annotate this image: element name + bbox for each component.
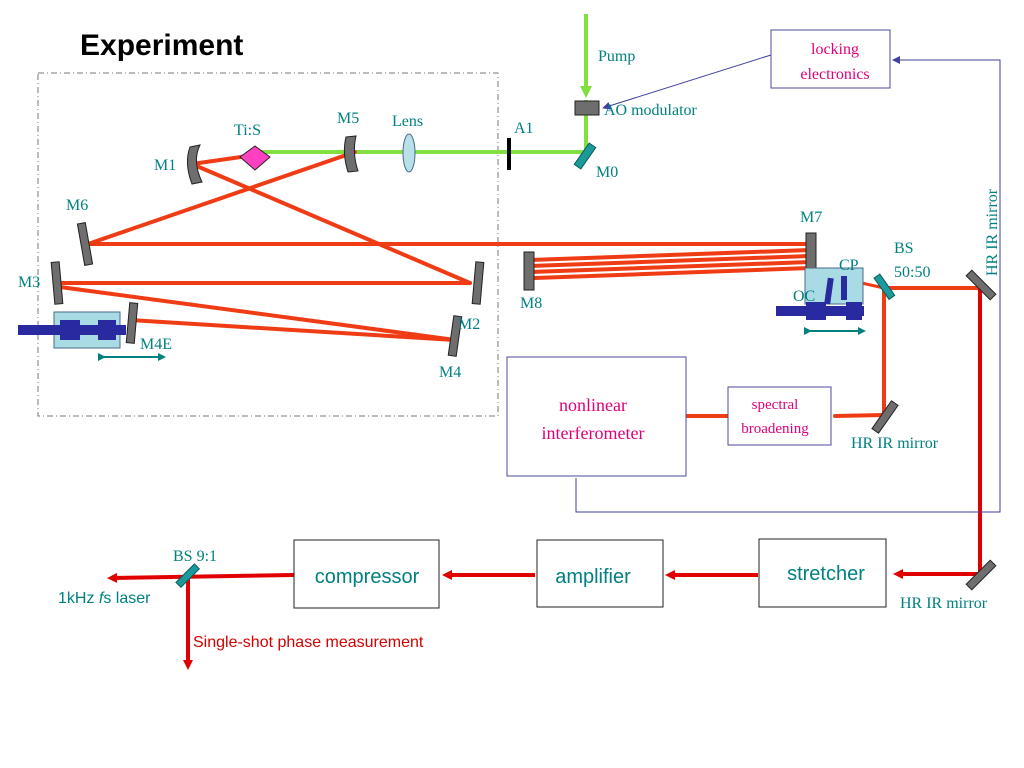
hr-ir-mirror-mid <box>871 400 899 434</box>
mirror-m5 <box>343 135 359 173</box>
amplifier-chain-arrows <box>107 569 978 670</box>
m0-label: M0 <box>596 164 618 181</box>
m4e-label: M4E <box>140 336 172 353</box>
output-ir-path <box>684 286 982 574</box>
oc-actuator-knob <box>806 302 826 320</box>
output-coupler <box>824 277 834 305</box>
m8-label: M8 <box>520 295 542 312</box>
lens <box>402 133 416 173</box>
oc-actuator-knob-2 <box>846 302 862 320</box>
mirror-m4 <box>447 315 463 357</box>
hr-ir-mirror-mid-label: HR IR mirror <box>851 435 939 452</box>
mirror-m1 <box>186 144 203 185</box>
oc-stage <box>804 267 864 305</box>
feedback-lines <box>575 54 1001 513</box>
m4e-actuator-knob-2 <box>98 320 116 340</box>
oscillator-enclosure <box>37 72 499 417</box>
nonlinear-interferometer-box <box>506 356 687 477</box>
nonlinear-interferometer-label-2: interferometer <box>542 423 645 443</box>
laser-output-prefix: 1kHz <box>58 590 99 607</box>
amplifier-label: amplifier <box>555 566 631 588</box>
stretcher-label: stretcher <box>787 563 865 585</box>
beam-splitter-9-1 <box>175 563 201 589</box>
mirror-m4e <box>125 302 139 344</box>
hr-ir-mirror-bottom-label: HR IR mirror <box>900 595 988 612</box>
mirror-m7 <box>805 232 817 270</box>
ao-modulator <box>574 100 600 116</box>
bs-label-1: BS <box>894 240 914 257</box>
m2-label: M2 <box>458 316 480 333</box>
mirror-m2 <box>471 261 485 305</box>
laser-output-label: 1kHz fs laser <box>58 590 151 607</box>
hr-ir-mirror-bottom <box>965 559 997 591</box>
locking-electronics-label-1: locking <box>811 41 859 58</box>
laser-output-italic: f <box>99 590 105 607</box>
m5-label: M5 <box>337 110 359 127</box>
mirror-m3 <box>50 261 64 305</box>
a1-label: A1 <box>514 120 534 137</box>
compensation-plate <box>841 276 847 300</box>
spectral-broadening-label-1: spectral <box>752 397 799 413</box>
hr-ir-mirror-vertical-label: HR IR mirror <box>984 188 1001 276</box>
spectral-broadening-box <box>727 386 832 446</box>
laser-output-suffix: s laser <box>103 590 151 607</box>
lens-label: Lens <box>392 113 423 130</box>
compressor-label: compressor <box>315 566 420 588</box>
single-shot-label: Single-shot phase measurement <box>193 634 424 651</box>
cp-label: CP <box>839 257 859 274</box>
pump-beam <box>255 14 592 154</box>
oc-label: OC <box>793 288 815 305</box>
mirror-m8 <box>523 251 535 291</box>
m6-label: M6 <box>66 197 88 214</box>
bs-9-1-label: BS 9:1 <box>173 548 217 565</box>
ao-modulator-label: AO modulator <box>604 102 698 119</box>
m4-label: M4 <box>439 364 461 381</box>
bs-label-2: 50:50 <box>894 264 930 281</box>
ti-s-crystal <box>239 145 271 171</box>
nonlinear-interferometer-label-1: nonlinear <box>559 395 627 415</box>
stretcher-box <box>758 538 887 608</box>
cavity-beams <box>58 150 885 342</box>
m3-label: M3 <box>18 274 40 291</box>
mirror-m6 <box>76 222 94 266</box>
hr-ir-mirror-top <box>965 269 997 301</box>
m1-label: M1 <box>154 157 176 174</box>
amplifier-box <box>536 539 664 608</box>
m4e-actuator-knob <box>60 320 80 340</box>
ti-s-label: Ti:S <box>234 122 261 139</box>
locking-electronics-label-2: electronics <box>800 66 869 83</box>
locking-electronics-box <box>770 29 891 89</box>
beam-splitter-50-50 <box>873 273 896 301</box>
pump-label: Pump <box>598 48 635 65</box>
mirror-m0 <box>573 142 597 170</box>
spectral-broadening-label-2: broadening <box>741 421 809 437</box>
compressor-box <box>293 539 440 609</box>
m7-label: M7 <box>800 209 822 226</box>
page-title: Experiment <box>80 29 243 62</box>
